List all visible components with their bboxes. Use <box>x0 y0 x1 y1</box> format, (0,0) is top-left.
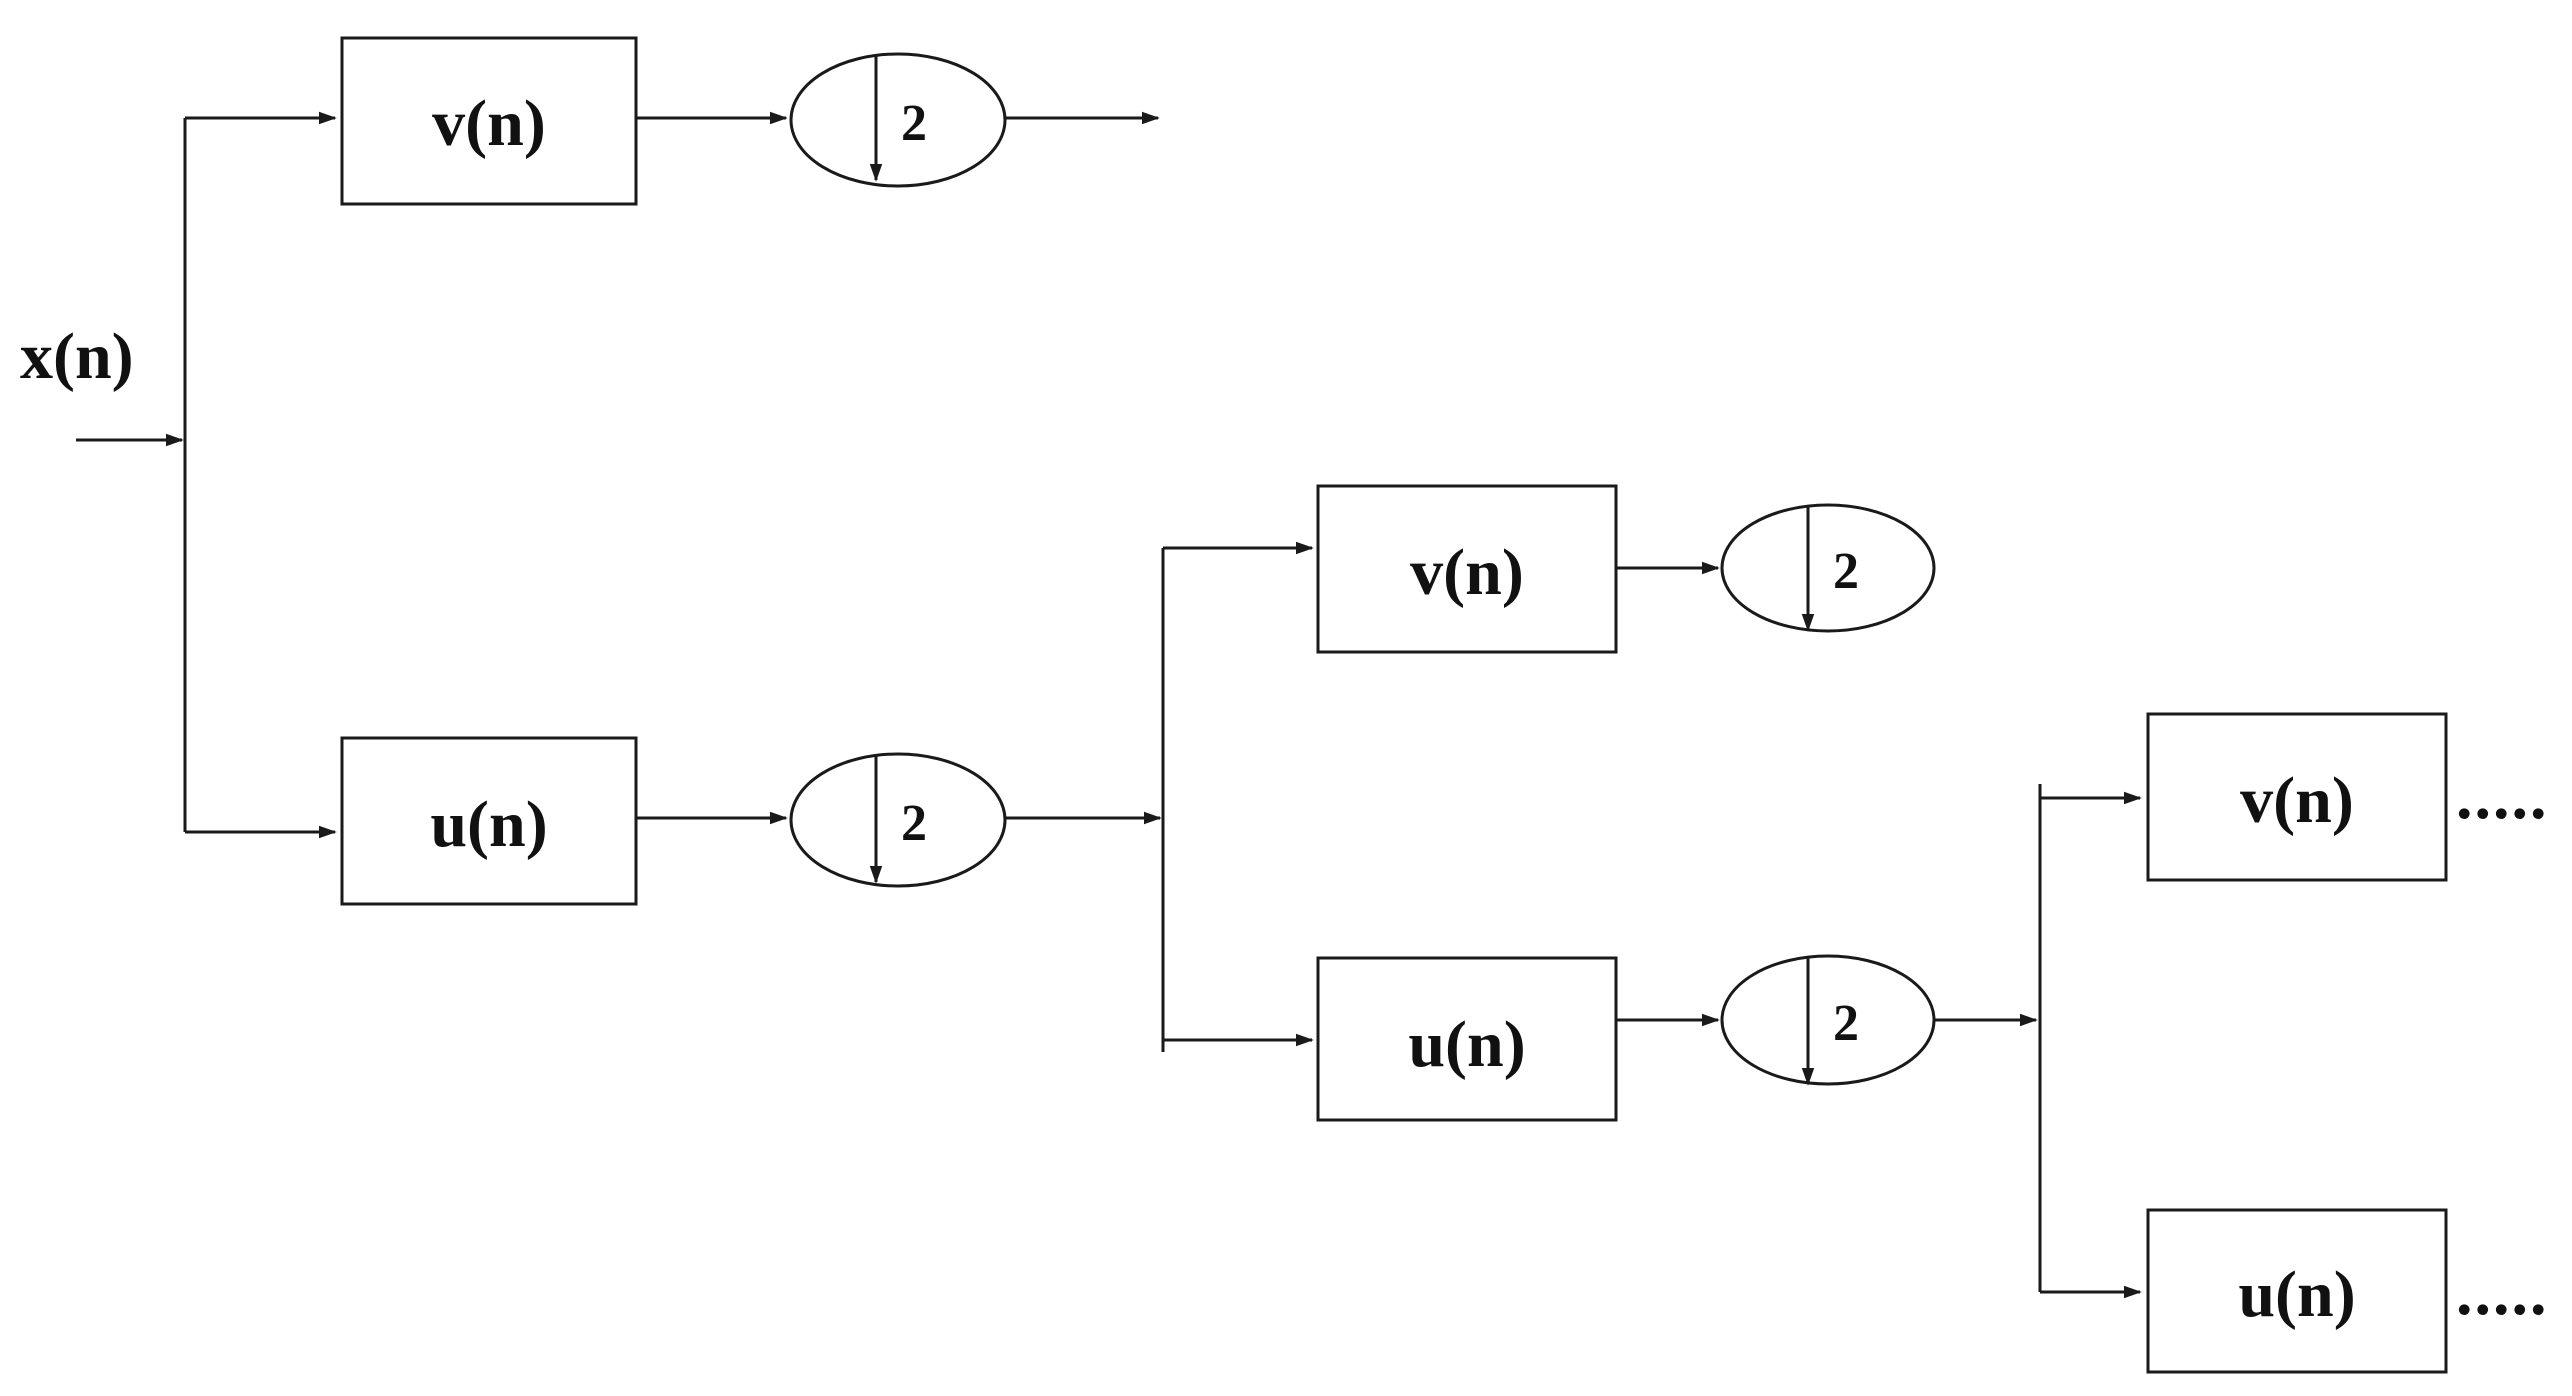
input-label: x(n) <box>20 320 134 393</box>
filter-v-stage3 <box>2146 712 2448 882</box>
filter-v-stage2 <box>1316 484 1618 654</box>
downsampler-4 <box>1720 954 1936 1086</box>
filter-v-stage1-label: v(n) <box>432 87 546 160</box>
filter-v-stage1 <box>340 36 638 206</box>
downsampler-2-factor: 2 <box>901 795 927 852</box>
continuation-v3: ..... <box>2456 760 2549 833</box>
continuation-u3: ..... <box>2456 1256 2549 1329</box>
filter-u-stage2-label: u(n) <box>1408 1008 1525 1081</box>
downsampler-3-factor: 2 <box>1833 543 1859 600</box>
filter-u-stage1-label: u(n) <box>430 788 547 861</box>
downsampler-1 <box>789 52 1007 188</box>
filter-u-stage1 <box>340 736 638 906</box>
filter-u-stage2 <box>1316 956 1618 1122</box>
filter-v-stage3-label: v(n) <box>2240 764 2354 837</box>
downsampler-3 <box>1720 503 1936 633</box>
downsampler-2 <box>789 752 1007 888</box>
filter-u-stage3-label: u(n) <box>2238 1258 2355 1331</box>
filter-u-stage3 <box>2146 1208 2448 1374</box>
filter-v-stage2-label: v(n) <box>1410 536 1524 609</box>
downsampler-4-factor: 2 <box>1833 995 1859 1052</box>
downsampler-1-factor: 2 <box>901 95 927 152</box>
